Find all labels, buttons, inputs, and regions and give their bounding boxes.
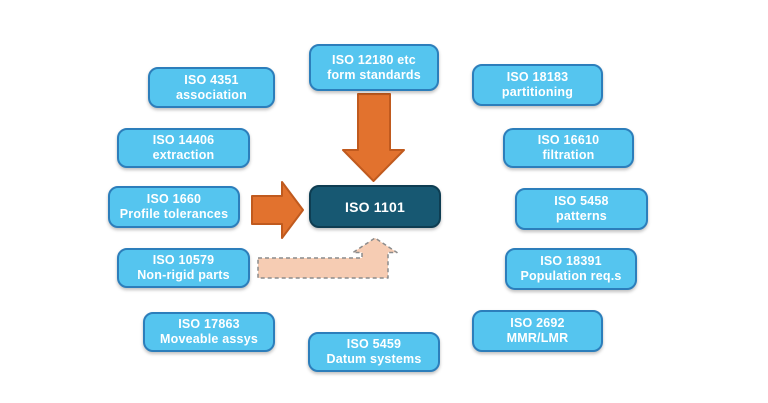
node-label-line1: ISO 18391: [540, 254, 602, 268]
node-label-line1: ISO 10579: [152, 253, 215, 267]
node-iso-18183: ISO 18183 partitioning: [472, 64, 603, 106]
node-label-line1: ISO 2692: [510, 316, 565, 330]
node-label-line2: association: [176, 87, 247, 102]
node-label-line1: ISO 12180 etc: [332, 52, 416, 67]
node-label-line2: Moveable assys: [160, 332, 258, 346]
node-iso-14406: ISO 14406 extraction: [117, 128, 250, 168]
node-label-line2: Non-rigid parts: [137, 268, 230, 282]
node-label-line2: patterns: [556, 209, 607, 223]
node-label-line2: partitioning: [501, 85, 574, 99]
node-iso-2692: ISO 2692 MMR/LMR: [472, 310, 603, 352]
node-label-line1: ISO 18183: [506, 70, 569, 84]
node-iso-16610: ISO 16610 filtration: [503, 128, 634, 168]
node-iso-5458: ISO 5458 patterns: [515, 188, 648, 230]
node-iso-12180: ISO 12180 etc form standards: [309, 44, 439, 91]
node-label-line2: Population req.s: [520, 269, 622, 283]
node-label-line2: filtration: [542, 148, 595, 162]
node-label-line1: ISO 4351: [184, 72, 239, 87]
node-label-line2: extraction: [152, 148, 215, 162]
node-iso-18391: ISO 18391 Population req.s: [505, 248, 637, 290]
node-label-line1: ISO 16610: [537, 133, 600, 147]
right-arrow: [251, 181, 304, 239]
node-iso-1101-center: ISO 1101: [309, 185, 441, 228]
node-label-line1: ISO 1660: [146, 192, 202, 206]
node-label-line1: ISO 5459: [346, 337, 402, 351]
node-label-line2: MMR/LMR: [506, 331, 569, 345]
node-label-line1: ISO 14406: [152, 133, 215, 147]
node-iso-1660: ISO 1660 Profile tolerances: [108, 186, 240, 228]
node-iso-10579: ISO 10579 Non-rigid parts: [117, 248, 250, 288]
center-node-label: ISO 1101: [345, 198, 405, 215]
node-label-line1: ISO 5458: [554, 194, 609, 208]
node-iso-5459: ISO 5459 Datum systems: [308, 332, 440, 372]
bent-up-arrow: [257, 237, 398, 279]
node-iso-17863: ISO 17863 Moveable assys: [143, 312, 275, 352]
down-arrow: [342, 93, 405, 182]
node-label-line2: Profile tolerances: [119, 207, 229, 221]
node-label-line2: Datum systems: [326, 352, 422, 366]
node-label-line1: ISO 17863: [178, 317, 240, 331]
node-iso-4351: ISO 4351 association: [148, 67, 275, 108]
node-label-line2: form standards: [327, 67, 421, 82]
